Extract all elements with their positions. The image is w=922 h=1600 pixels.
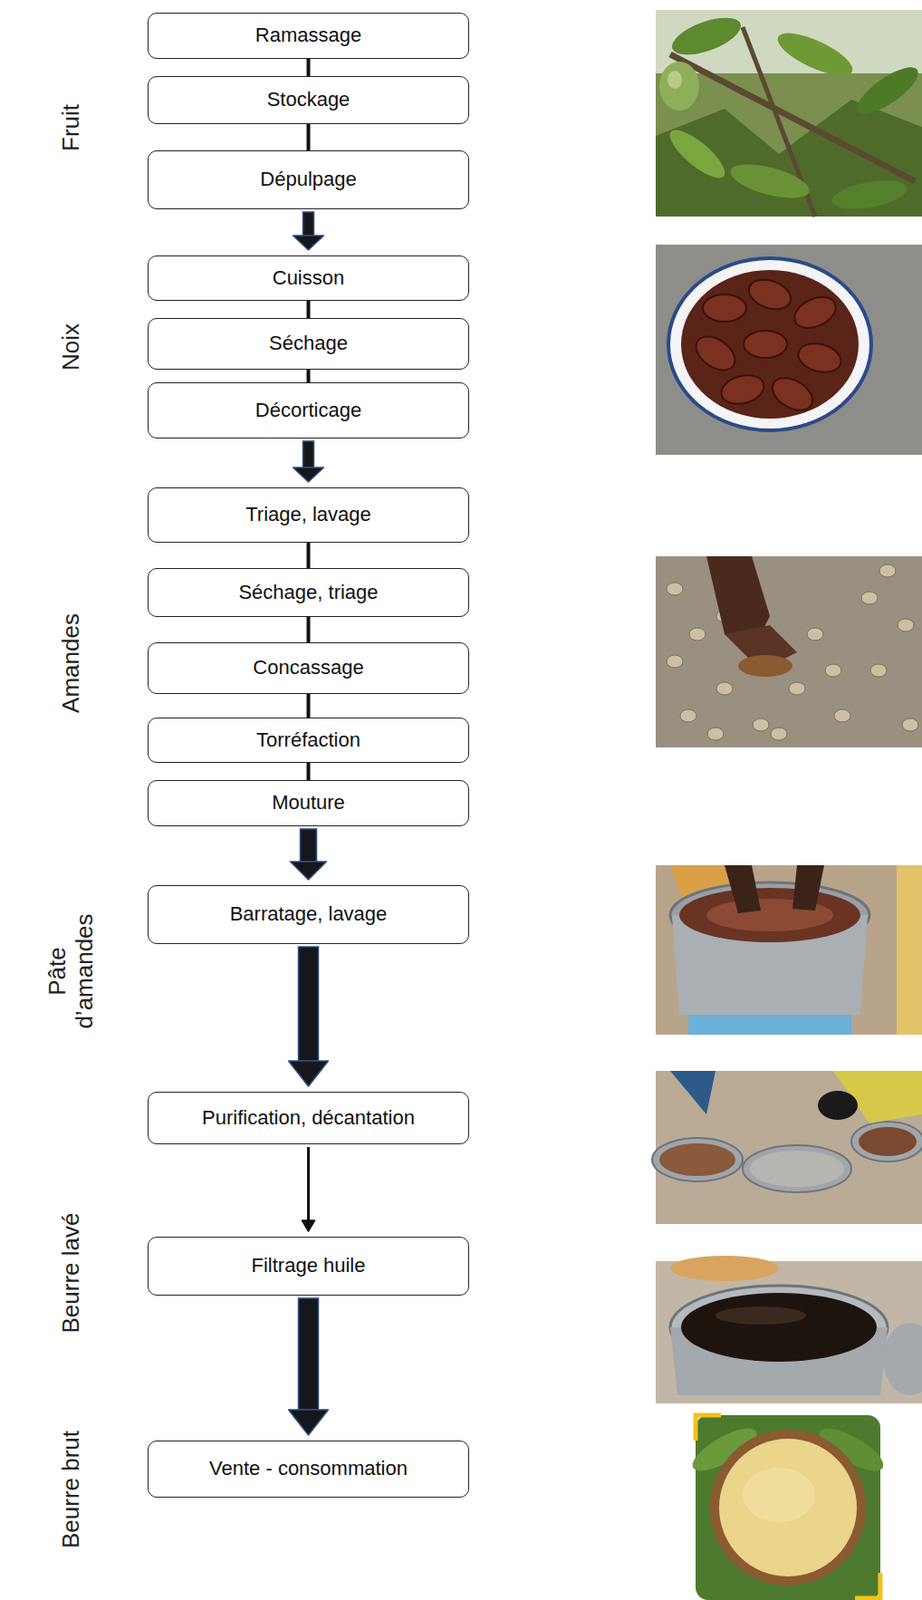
stage-label: Noix — [57, 323, 86, 371]
stage-label: Pâte d’amandes — [44, 912, 99, 1030]
process-box: Purification, décantation — [147, 1091, 470, 1144]
step-text: Vente - consommation — [200, 1456, 417, 1480]
process-box: Stockage — [147, 76, 470, 125]
flow-arrow — [288, 1297, 329, 1435]
stage-label: Fruit — [57, 104, 86, 152]
link-line — [307, 616, 311, 643]
link-line — [307, 542, 311, 568]
process-box: Triage, lavage — [147, 487, 470, 543]
step-text: Triage, lavage — [236, 502, 381, 527]
link-line — [307, 58, 311, 77]
step-text: Cuisson — [263, 266, 354, 290]
oil-photo — [655, 1255, 922, 1403]
step-text: Dépulpage — [250, 167, 365, 192]
link-line — [307, 369, 311, 383]
process-box: Vente - consommation — [147, 1440, 470, 1498]
stage-label: Beurre lavé — [57, 1212, 86, 1334]
step-text: Séchage, triage — [229, 580, 387, 605]
step-text: Barratage, lavage — [220, 902, 397, 926]
process-box: Barratage, lavage — [147, 884, 470, 944]
fruit-photo — [655, 9, 922, 217]
process-box: Cuisson — [147, 255, 470, 301]
step-text: Stockage — [258, 87, 360, 112]
process-box: Torréfaction — [147, 717, 470, 763]
process-box: Dépulpage — [147, 150, 470, 210]
process-box: Séchage, triage — [147, 567, 470, 617]
link-line — [307, 693, 311, 718]
step-text: Purification, décantation — [192, 1105, 424, 1130]
step-text: Concassage — [243, 655, 373, 680]
step-text: Décorticage — [246, 398, 371, 423]
stage-label: Beurre brut — [57, 1430, 86, 1548]
flow-arrow — [293, 211, 325, 250]
flow-arrow — [288, 946, 329, 1086]
process-box: Concassage — [147, 642, 470, 694]
link-line — [307, 762, 311, 780]
decanting-photo — [652, 1070, 922, 1224]
step-text: Filtrage huile — [242, 1253, 375, 1278]
paste-photo — [655, 864, 922, 1035]
flow-arrow — [302, 1146, 316, 1231]
process-box: Mouture — [147, 779, 470, 826]
process-box: Décorticage — [147, 382, 470, 439]
step-text: Ramassage — [246, 23, 371, 48]
step-text: Torréfaction — [247, 728, 370, 752]
step-text: Mouture — [262, 790, 355, 815]
flow-arrow — [290, 828, 327, 880]
link-line — [307, 300, 311, 318]
step-text: Séchage — [259, 331, 357, 356]
link-line — [307, 124, 311, 151]
process-box: Séchage — [147, 317, 470, 370]
nuts-photo — [655, 244, 922, 455]
butter-photo — [686, 1414, 889, 1600]
flow-arrow — [293, 441, 325, 482]
stage-label: Amandes — [57, 613, 86, 713]
process-box: Ramassage — [147, 12, 470, 59]
process-box: Filtrage huile — [147, 1236, 470, 1296]
kernels-photo — [655, 556, 922, 748]
